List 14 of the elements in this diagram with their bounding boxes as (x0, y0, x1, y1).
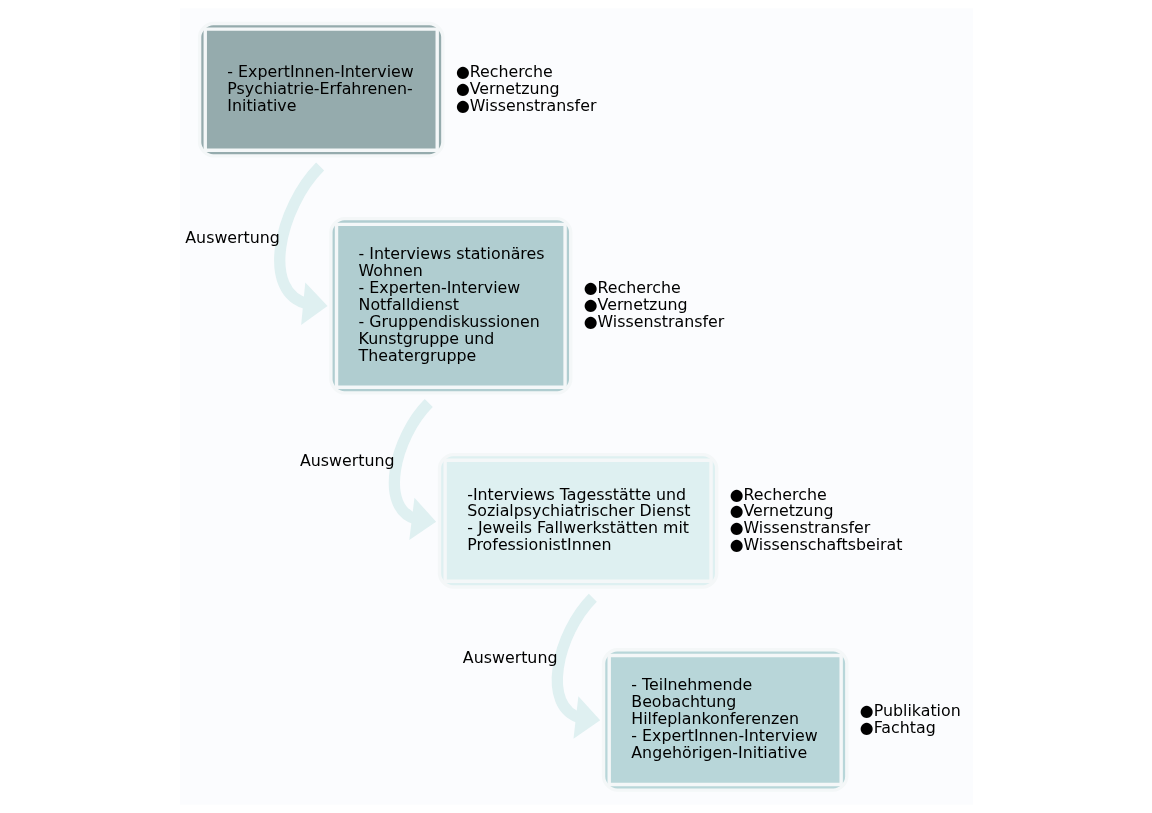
edge-label: Auswertung (184, 227, 280, 247)
node-label: ●Publikation (859, 700, 961, 720)
arrow (273, 162, 327, 325)
node-label: ●Wissenschaftsbeirat (729, 535, 903, 555)
node-label: ●Recherche (729, 484, 827, 504)
arrow (551, 594, 600, 739)
edge-label: Auswertung (299, 450, 395, 470)
edge-label: Auswertung (462, 648, 557, 668)
node-label: ●Vernetzung (729, 501, 833, 521)
node-label: ●Recherche (455, 61, 553, 81)
node-label: ●Vernetzung (455, 78, 560, 98)
node-label: ●Wissenstransfer (729, 518, 870, 538)
arrow (388, 399, 436, 541)
node-label: ●Fachtag (859, 717, 936, 737)
